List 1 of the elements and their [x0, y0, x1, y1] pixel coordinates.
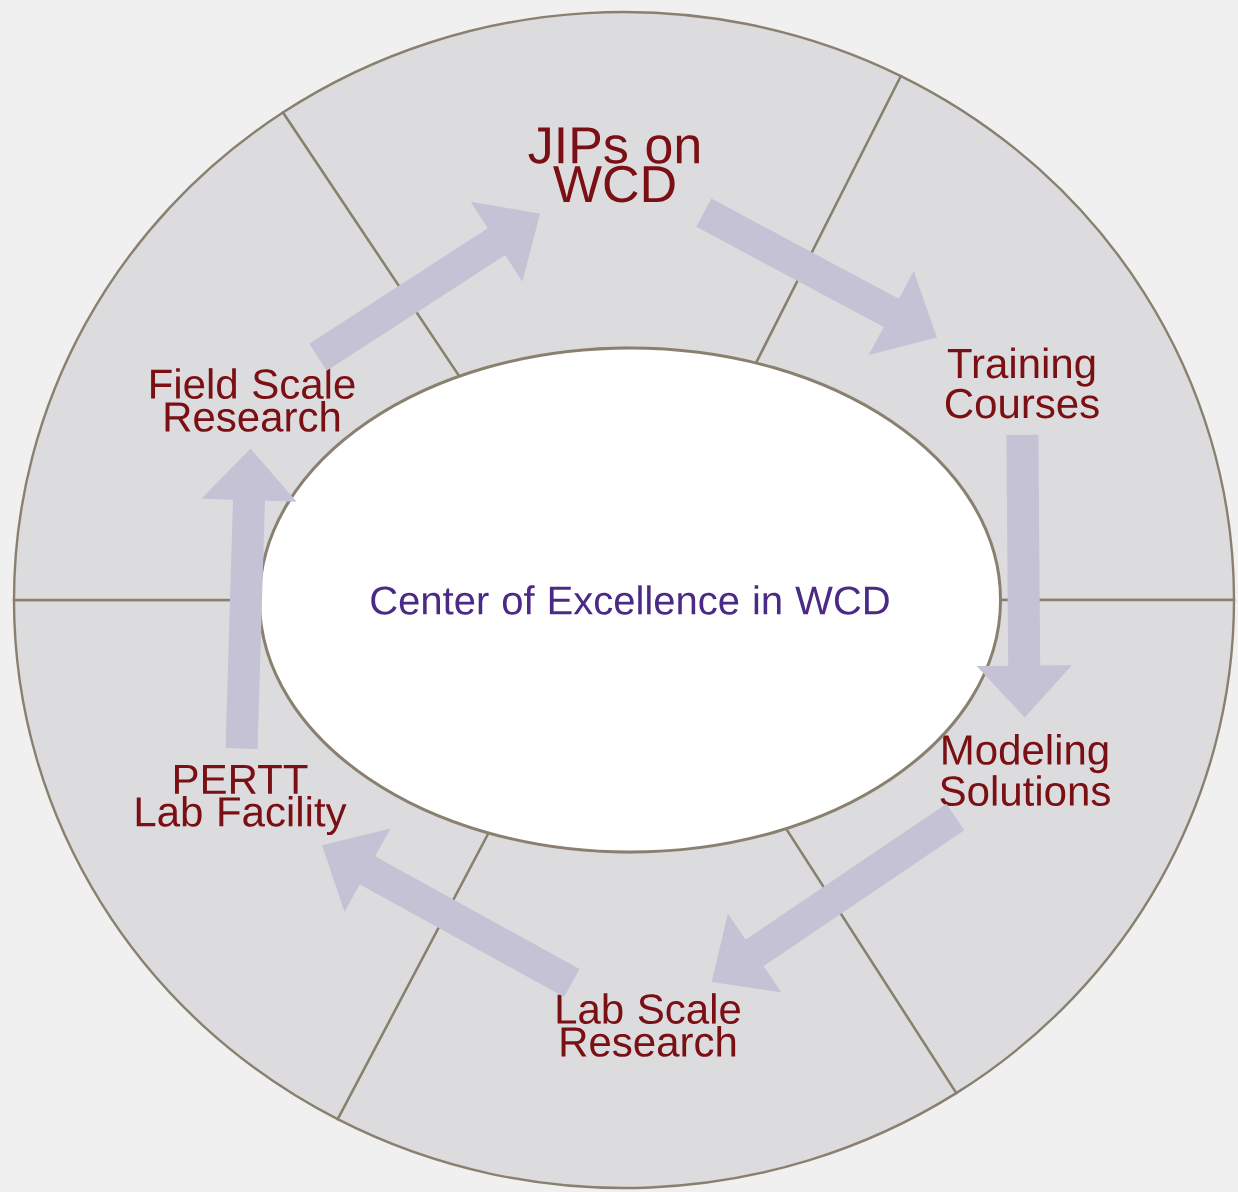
node-label: Lab Scale Research [557, 993, 740, 1057]
